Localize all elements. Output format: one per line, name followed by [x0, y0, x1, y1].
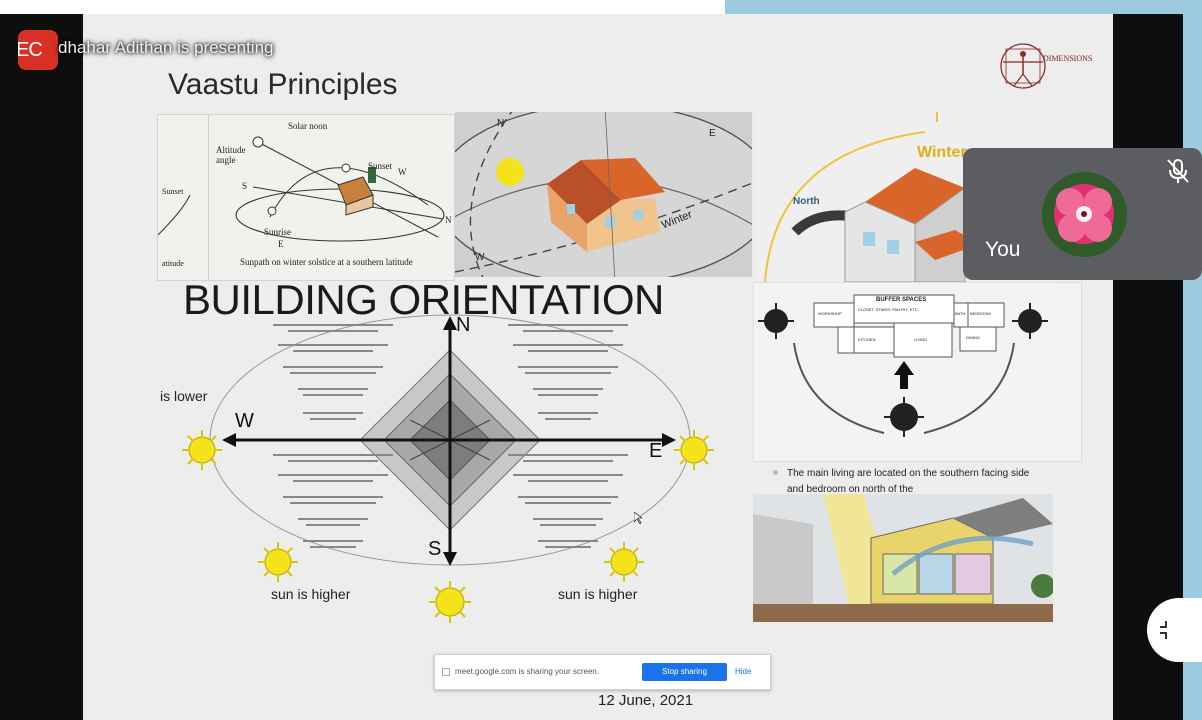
house-north-label: North: [793, 196, 820, 207]
sun-higher-left-label: sun is higher: [271, 586, 351, 602]
logo-text: DIMENSIONS: [1043, 54, 1093, 63]
share-message: meet.google.com is sharing your screen.: [455, 667, 600, 676]
screen-share-bar: meet.google.com is sharing your screen. …: [434, 654, 771, 690]
globe-n-label: N: [497, 118, 505, 129]
sunset-label: Sunset: [368, 161, 393, 171]
plan-bedroom-label: BEDROOM: [970, 311, 991, 316]
compass-diagram: [182, 314, 714, 623]
self-tile-label: You: [985, 238, 1021, 261]
slide-title: Vaastu Principles: [168, 68, 398, 101]
mouse-cursor-icon: [634, 512, 642, 524]
east-label: E: [278, 239, 284, 249]
sun-path-diagram: Solar noon Altitude angle Sunset Sunrise…: [157, 114, 455, 281]
floor-plan-diagram: BUFFER SPACES CLOSET, STAIRS, PANTRY, ET…: [753, 282, 1082, 462]
logo-vitruvian-icon: [1000, 43, 1046, 89]
building-section-diagram: [753, 494, 1053, 622]
avatar: [1042, 172, 1127, 257]
plan-dining-label: DINING: [966, 335, 980, 340]
compass-n-label: N: [456, 314, 471, 336]
altitude-angle-label: Altitude angle: [216, 145, 246, 165]
west-label: W: [398, 167, 407, 177]
plan-living-label: LIVING: [914, 337, 928, 342]
left-sunset-label: Sunset: [162, 187, 184, 196]
hide-button[interactable]: Hide: [735, 667, 752, 676]
screen-share-icon: [442, 668, 450, 676]
browser-top-strip: [0, 0, 730, 14]
south-label: S: [242, 181, 248, 191]
is-lower-label: is lower: [160, 388, 208, 404]
compass-s-label: S: [428, 538, 442, 560]
plan-buffer-label: BUFFER SPACES: [876, 297, 927, 303]
recording-badge: EC: [18, 30, 58, 70]
plan-buffer-sub-label: CLOSET, STAIRS, PANTRY, ETC.: [858, 307, 919, 312]
presenter-banner: dhahar Adithan is presenting: [58, 38, 274, 57]
collapse-icon: [1160, 621, 1167, 639]
presentation-slide: DIMENSIONS Vaastu Principles Solar noon …: [83, 14, 1113, 720]
compass-w-label: W: [235, 410, 254, 432]
compass-e-label: E: [649, 440, 663, 462]
globe-e-label: E: [709, 128, 716, 139]
left-latitude-label: atitude: [162, 259, 184, 268]
mic-off-icon[interactable]: [1163, 156, 1193, 186]
sun-higher-right-label: sun is higher: [558, 586, 638, 602]
floor-plan-caption: The main living are located on the south…: [787, 468, 1030, 495]
desktop-background-top: [725, 0, 1202, 14]
globe-house-diagram: N E W Winter: [455, 112, 752, 277]
sunrise-label: Sunrise: [264, 227, 291, 237]
plan-workshop-label: WORKSHOP: [818, 311, 842, 316]
north-label: N: [445, 215, 452, 225]
house-winter-label: Winter: [917, 144, 967, 161]
plan-bath-label: BATH: [955, 311, 966, 316]
collapse-panel-button[interactable]: [1147, 598, 1202, 662]
slide-heading: BUILDING ORIENTATION: [183, 276, 664, 323]
sun-path-caption: Sunpath on winter solstice at a southern…: [240, 257, 413, 267]
globe-w-label: W: [475, 252, 485, 263]
solar-noon-label: Solar noon: [288, 121, 328, 131]
plan-kitchen-label: KITCHEN: [858, 337, 876, 342]
caption-bullet: [773, 470, 778, 475]
slide-date: 12 June, 2021: [598, 692, 694, 709]
stop-sharing-button[interactable]: Stop sharing: [642, 663, 727, 681]
